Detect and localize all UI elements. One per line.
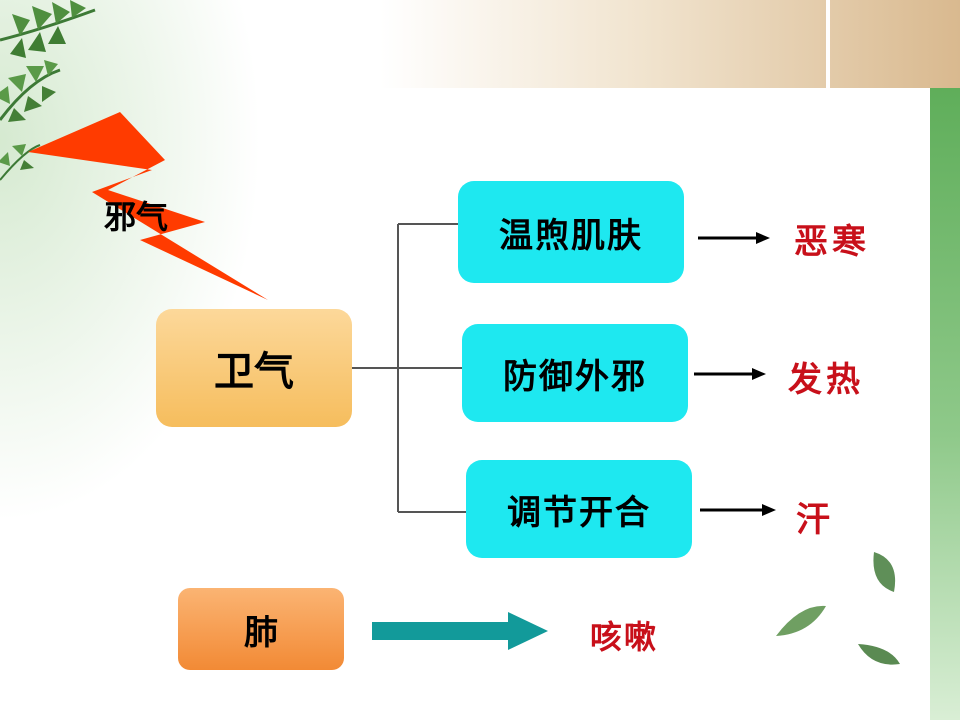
function-label: 防御外邪 [503, 356, 647, 397]
lung-label: 肺 [244, 612, 278, 653]
top-decor-divider [826, 0, 830, 88]
function-box-regulate: 调节开合 [466, 460, 692, 558]
lung-box: 肺 [178, 588, 344, 670]
right-decor-strip [930, 88, 960, 720]
result-sweat: 汗 [796, 500, 834, 540]
result-cough: 咳嗽 [590, 618, 659, 656]
fern-leaf-icon [0, 0, 96, 181]
wei-qi-box: 卫气 [156, 309, 352, 427]
wei-qi-label: 卫气 [214, 349, 294, 395]
lightning-bolt-icon [28, 112, 268, 300]
function-label: 温煦肌肤 [499, 215, 643, 256]
function-box-defend: 防御外邪 [462, 324, 688, 422]
function-label: 调节开合 [507, 492, 651, 533]
falling-leaf-icon [776, 552, 900, 665]
evil-qi-label: 邪气 [104, 198, 169, 236]
function-box-warm-skin: 温煦肌肤 [458, 181, 684, 283]
result-aversion-cold: 恶寒 [794, 222, 870, 262]
top-decor-band [380, 0, 960, 88]
result-fever: 发热 [788, 360, 864, 400]
